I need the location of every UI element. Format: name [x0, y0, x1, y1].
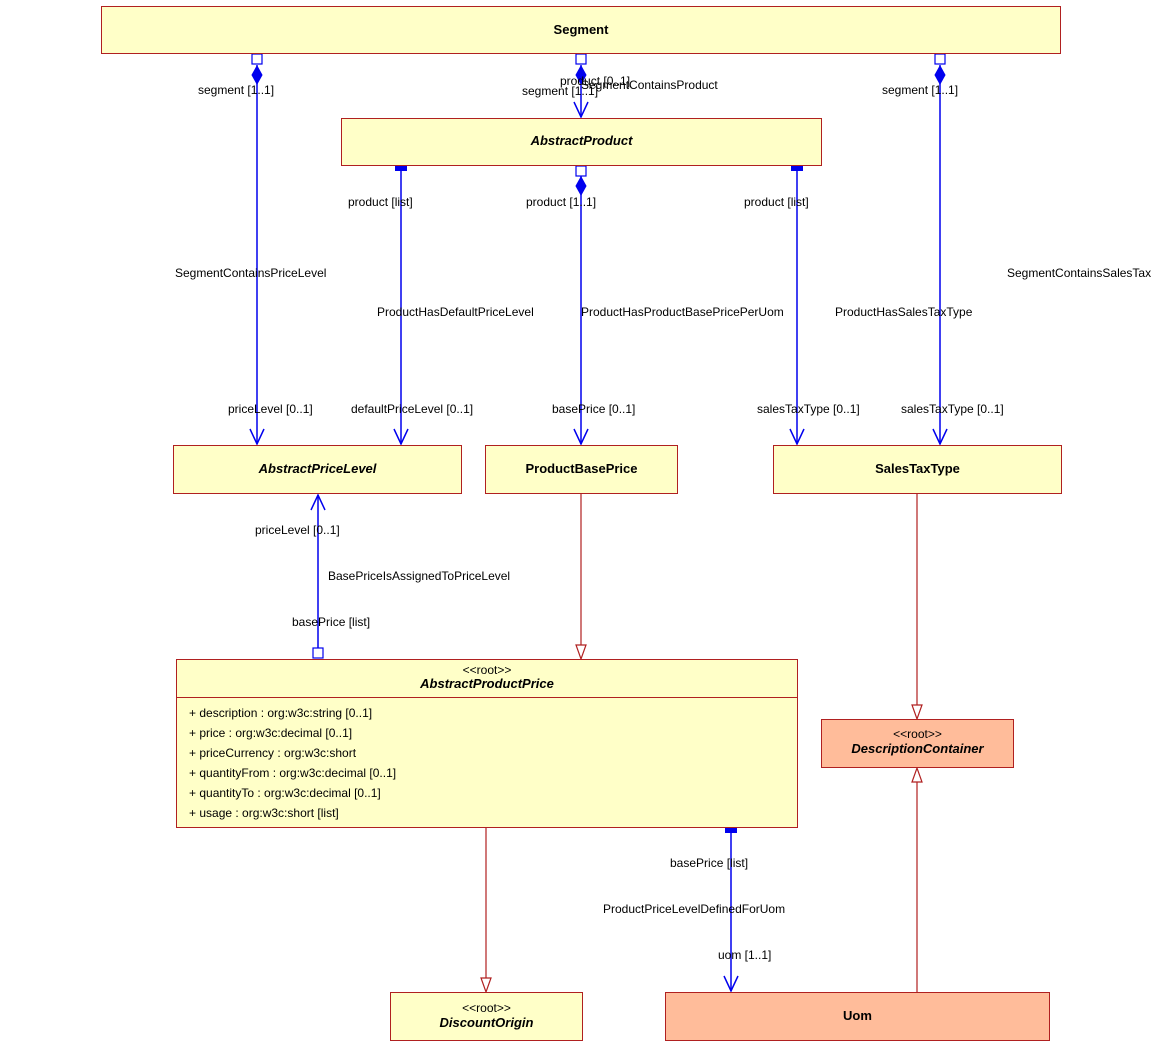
association-name-segment-contains-sales-tax: SegmentContainsSalesTax — [1007, 266, 1152, 280]
arrowhead — [932, 428, 948, 446]
association-end-bar — [725, 828, 737, 833]
association-name-segment-contains-product: SegmentContainsProduct — [581, 78, 718, 92]
attribute-compartment: + description : org:w3c:string [0..1] + … — [177, 697, 797, 828]
association-name-product-price-level-defined-for-uom: ProductPriceLevelDefinedForUom — [603, 902, 786, 916]
arrowhead — [249, 428, 265, 446]
class-name: DescriptionContainer — [851, 741, 984, 756]
association-name-product-has-base-price-per-uom: ProductHasProductBasePricePerUom — [581, 305, 784, 319]
role-label-segment: segment [1..1] — [522, 84, 599, 98]
association-end-bar — [395, 166, 407, 171]
role-label-sales-tax-type: salesTaxType [0..1] — [901, 402, 1004, 416]
generalization-triangle — [911, 704, 923, 721]
role-label-sales-tax-type: salesTaxType [0..1] — [757, 402, 860, 416]
arrowhead — [573, 101, 589, 119]
class-stereotype: <<root>> — [462, 663, 512, 677]
port-square — [575, 165, 587, 177]
class-name: Segment — [553, 22, 609, 37]
association-end-bar — [791, 166, 803, 171]
generalization-triangle — [575, 644, 587, 661]
port-square — [312, 647, 324, 659]
attribute-quantity-from: + quantityFrom : org:w3c:decimal [0..1] — [189, 766, 397, 780]
class-name: SalesTaxType — [875, 461, 960, 476]
role-label-product: product [list] — [348, 195, 413, 209]
association-name-base-price-assigned-to-price-level: BasePriceIsAssignedToPriceLevel — [328, 569, 511, 583]
role-label-price-level: priceLevel [0..1] — [228, 402, 313, 416]
class-abstract-product-price[interactable]: <<root>> AbstractProductPrice + descript… — [176, 659, 798, 828]
arrowhead — [723, 975, 739, 993]
class-name: AbstractPriceLevel — [258, 461, 377, 476]
arrowhead — [393, 428, 409, 446]
attribute-description: + description : org:w3c:string [0..1] — [189, 706, 373, 720]
class-name: AbstractProduct — [530, 133, 633, 148]
role-label-product: product [1..1] — [526, 195, 597, 209]
association-name-product-has-sales-tax-type: ProductHasSalesTaxType — [835, 305, 973, 319]
role-label-segment: segment [1..1] — [882, 83, 959, 97]
composition-diamond — [934, 64, 946, 86]
attribute-price-currency: + priceCurrency : org:w3c:short — [189, 746, 357, 760]
role-label-uom: uom [1..1] — [718, 948, 772, 962]
composition-diamond — [575, 64, 587, 86]
role-label-product: product [0..1] — [560, 74, 631, 88]
attribute-quantity-to: + quantityTo : org:w3c:decimal [0..1] — [189, 786, 381, 800]
class-sales-tax-type[interactable]: SalesTaxType — [773, 445, 1062, 494]
role-label-product: product [list] — [744, 195, 809, 209]
attribute-price: + price : org:w3c:decimal [0..1] — [189, 726, 353, 740]
role-label-segment: segment [1..1] — [198, 83, 275, 97]
role-label-price-level: priceLevel [0..1] — [255, 523, 340, 537]
class-name: ProductBasePrice — [525, 461, 638, 476]
class-product-base-price[interactable]: ProductBasePrice — [485, 445, 678, 494]
class-discount-origin[interactable]: <<root>> DiscountOrigin — [390, 992, 583, 1041]
composition-diamond — [575, 175, 587, 197]
port-square — [934, 53, 946, 65]
class-stereotype: <<root>> — [893, 727, 942, 741]
composition-diamond — [251, 64, 263, 86]
class-uom[interactable]: Uom — [665, 992, 1050, 1041]
association-name-segment-contains-price-level: SegmentContainsPriceLevel — [175, 266, 327, 280]
port-square — [575, 53, 587, 65]
arrowhead — [789, 428, 805, 446]
class-abstract-price-level[interactable]: AbstractPriceLevel — [173, 445, 462, 494]
attribute-usage: + usage : org:w3c:short [list] — [189, 806, 339, 820]
class-name: DiscountOrigin — [439, 1015, 534, 1030]
class-stereotype: <<root>> — [462, 1001, 511, 1015]
port-square — [251, 53, 263, 65]
class-abstract-product[interactable]: AbstractProduct — [341, 118, 822, 166]
generalization-triangle — [480, 977, 492, 994]
generalization-triangle — [911, 766, 923, 783]
role-label-base-price: basePrice [list] — [670, 856, 749, 870]
class-name: Uom — [843, 1008, 872, 1023]
role-label-base-price: basePrice [0..1] — [552, 402, 636, 416]
class-description-container[interactable]: <<root>> DescriptionContainer — [821, 719, 1014, 768]
class-name: AbstractProductPrice — [420, 676, 554, 691]
association-name-product-has-default-price-level: ProductHasDefaultPriceLevel — [377, 305, 534, 319]
class-segment[interactable]: Segment — [101, 6, 1061, 54]
role-label-default-price-level: defaultPriceLevel [0..1] — [351, 402, 474, 416]
role-label-base-price: basePrice [list] — [292, 615, 371, 629]
arrowhead — [573, 428, 589, 446]
arrowhead — [310, 493, 326, 511]
